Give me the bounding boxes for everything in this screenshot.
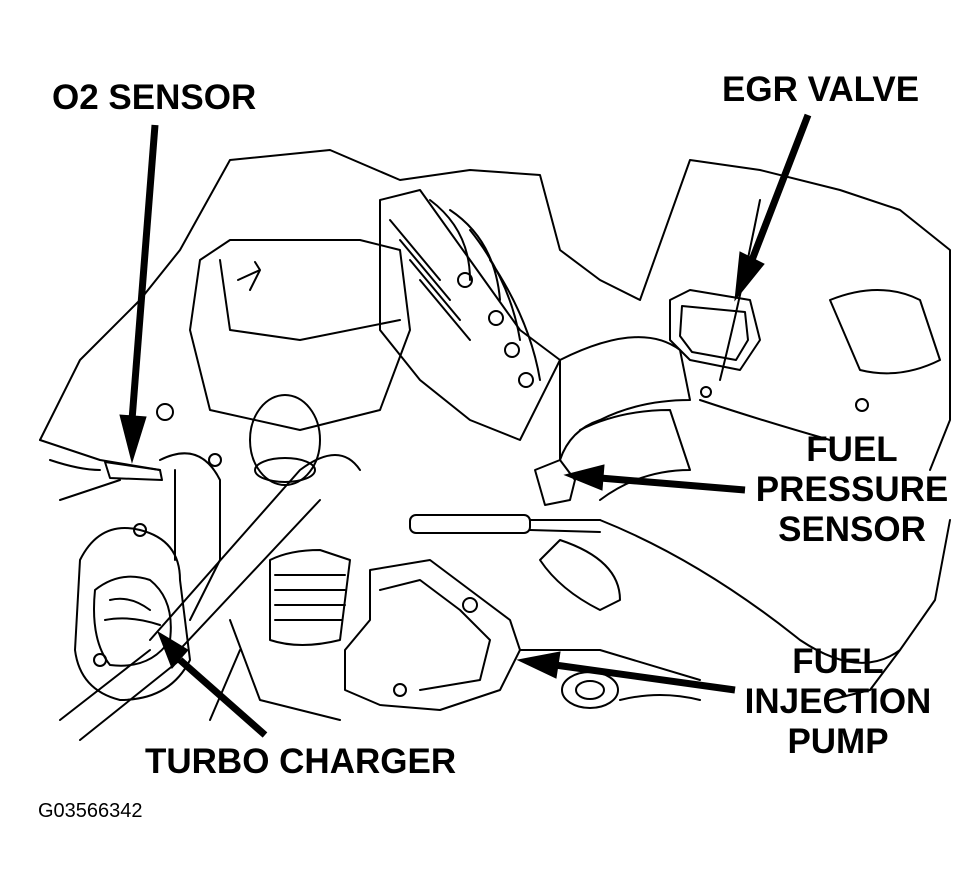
fuel-pressure-sensor-arrow [599, 474, 746, 494]
oil-filler-cap [249, 394, 321, 486]
fuel-injection-pump-arrow [554, 661, 736, 694]
turbo-charger-label: TURBO CHARGER [145, 742, 457, 781]
fuel-pressure-sensor-line-1: FUEL [806, 430, 898, 469]
turbo-housing [74, 527, 191, 701]
fuel-injection-pump-line-3: PUMP [787, 722, 889, 761]
fuel-pressure-sensor-line-2: PRESSURE [755, 470, 949, 509]
engine-bay-outline [39, 149, 951, 701]
fuel-injection-pump-line-1: FUEL [792, 642, 884, 681]
turbo-charger-arrow [177, 657, 268, 738]
injector-lines [429, 199, 541, 381]
egr-valve-label: EGR VALVE [722, 70, 920, 109]
intake-duct [559, 336, 691, 461]
o2-sensor-arrow [128, 124, 159, 421]
fuel-pressure-sensor-shape [534, 459, 576, 506]
figure-id: G03566342 [38, 800, 143, 822]
egr-valve-shape [669, 289, 761, 371]
cooling-fins [269, 549, 351, 646]
fuel-pressure-sensor-label: FUEL PRESSURE SENSOR [752, 430, 952, 550]
callout-arrows [119, 113, 812, 738]
engine-cover [189, 239, 411, 431]
egr-valve-arrow [748, 113, 812, 262]
fuel-pressure-sensor-line-3: SENSOR [778, 510, 926, 549]
fuel-injection-pump-label: FUEL INJECTION PUMP [738, 642, 938, 762]
o2-sensor-label: O2 SENSOR [52, 78, 257, 117]
fuel-injection-pump-shape [344, 559, 521, 711]
fuel-injection-pump-line-2: INJECTION [744, 682, 932, 721]
valve-cover [379, 189, 561, 441]
fuel-rail [409, 514, 531, 534]
